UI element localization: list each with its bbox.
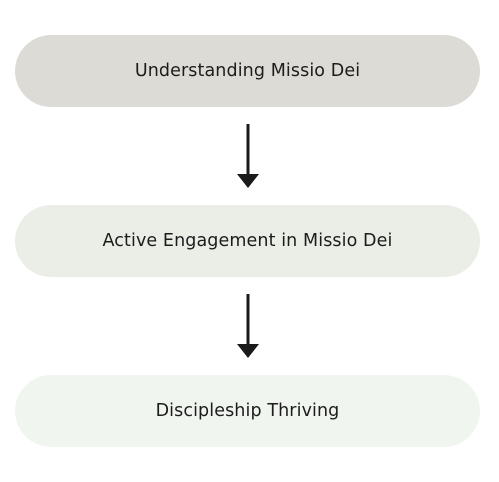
flow-diagram: Understanding Missio Dei Active Engageme…: [15, 35, 482, 447]
arrow-down-icon: [236, 124, 259, 188]
step-label: Active Engagement in Missio Dei: [102, 231, 393, 251]
connector: [15, 277, 480, 375]
step-active-engagement: Active Engagement in Missio Dei: [15, 205, 480, 277]
step-label: Understanding Missio Dei: [134, 61, 361, 81]
connector: [15, 107, 480, 205]
arrow-down-icon: [236, 294, 259, 358]
step-discipleship-thriving: Discipleship Thriving: [15, 375, 480, 447]
step-label: Discipleship Thriving: [155, 401, 340, 421]
step-understanding-missio-dei: Understanding Missio Dei: [15, 35, 480, 107]
